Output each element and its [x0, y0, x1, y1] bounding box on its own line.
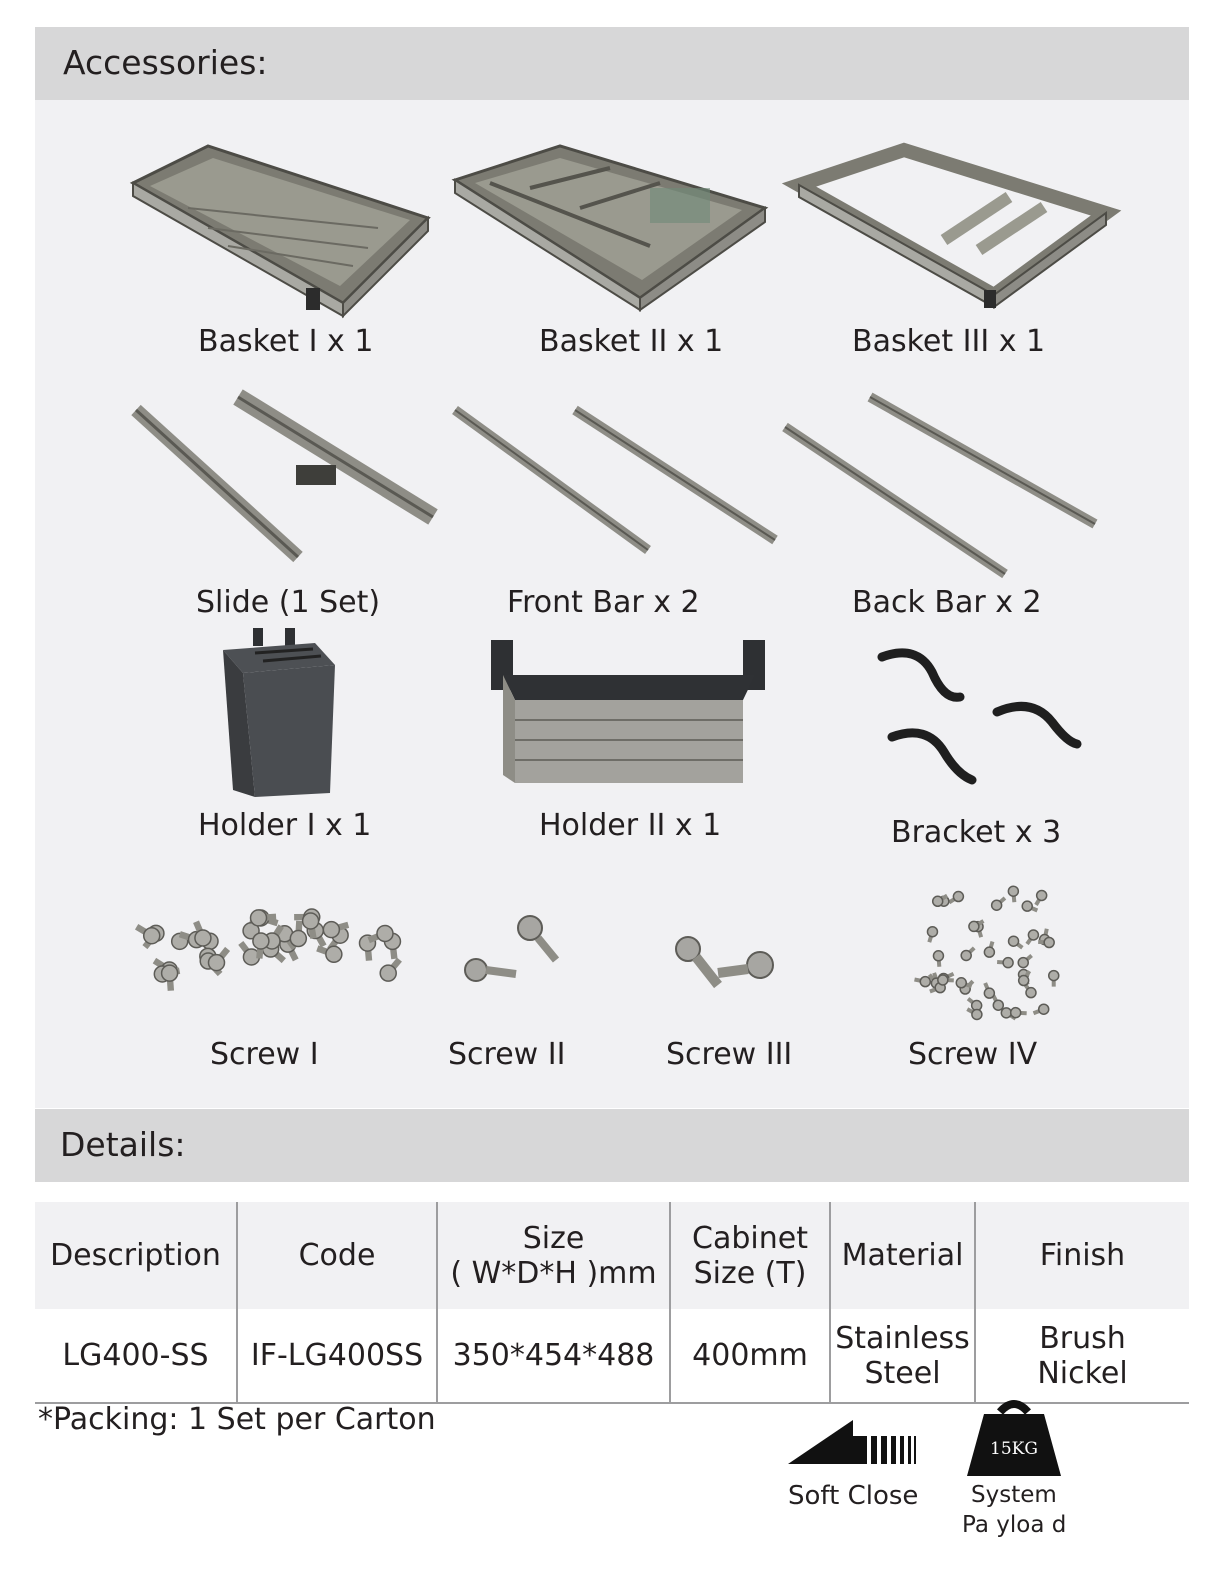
header-size: Size ( W*D*H )mm	[436, 1202, 670, 1309]
screw-i-label: Screw I	[210, 1037, 319, 1072]
cell-material-line2: Steel	[864, 1355, 941, 1391]
back-bar-image	[782, 392, 1098, 579]
screw-ii-image	[464, 915, 560, 982]
screw-i-image	[134, 908, 402, 991]
screw-iv-image	[914, 885, 1060, 1021]
front-bar-label: Front Bar x 2	[507, 585, 700, 620]
soft-close-icon	[788, 1420, 916, 1464]
basket-ii-image	[451, 144, 769, 312]
accessories-header: Accessories:	[35, 27, 1189, 100]
cell-code: IF-LG400SS	[236, 1309, 437, 1403]
header-finish: Finish	[974, 1202, 1189, 1309]
back-bar-label: Back Bar x 2	[852, 585, 1042, 620]
holder-ii-label: Holder II x 1	[539, 808, 722, 843]
holder-ii-image	[491, 640, 765, 783]
screw-iii-label: Screw III	[666, 1037, 793, 1072]
basket-i-image	[129, 144, 431, 319]
payload-weight: 15KG	[990, 1439, 1038, 1459]
basket-i-label: Basket I x 1	[198, 324, 374, 359]
cell-finish: Brush Nickel	[974, 1309, 1189, 1403]
cell-finish-line2: Nickel	[1037, 1355, 1128, 1391]
weight-icon: 15KG	[967, 1400, 1061, 1476]
header-size-line2: ( W*D*H )mm	[450, 1255, 657, 1291]
screw-iv-label: Screw IV	[908, 1037, 1038, 1072]
cell-description: LG400-SS	[62, 1338, 209, 1373]
holder-i-image	[223, 628, 335, 797]
details-title: Details:	[60, 1125, 186, 1164]
header-description: Description	[50, 1238, 221, 1273]
table-row: LG400-SS IF-LG400SS 350*454*488 400mm St…	[35, 1309, 1189, 1403]
basket-iii-image	[781, 142, 1122, 309]
details-table: Description Code Size ( W*D*H )mm Cabine…	[35, 1202, 1189, 1404]
basket-ii-label: Basket II x 1	[539, 324, 724, 359]
details-header: Details:	[35, 1109, 1189, 1182]
header-cabinet: Cabinet Size (T)	[669, 1202, 830, 1309]
packing-note: *Packing: 1 Set per Carton	[38, 1402, 436, 1437]
screw-iii-image	[675, 936, 774, 989]
cell-cabinet: 400mm	[669, 1309, 830, 1403]
cell-finish-line1: Brush	[1039, 1320, 1126, 1356]
cell-material: Stainless Steel	[829, 1309, 975, 1403]
header-code: Code	[236, 1202, 437, 1309]
slide-label: Slide (1 Set)	[196, 585, 381, 620]
accessories-title: Accessories:	[63, 43, 268, 82]
cell-size: 350*454*488	[436, 1309, 670, 1403]
screw-ii-label: Screw II	[448, 1037, 566, 1072]
header-cabinet-line1: Cabinet	[692, 1220, 808, 1256]
soft-close-label: Soft Close	[788, 1481, 919, 1511]
slide-image	[131, 389, 438, 563]
bracket-image	[877, 648, 1082, 785]
payload-label-line2: Pa yloa d	[962, 1512, 1067, 1538]
header-cabinet-line2: Size (T)	[693, 1255, 807, 1291]
front-bar-image	[452, 405, 778, 555]
bracket-label: Bracket x 3	[891, 815, 1062, 850]
header-material: Material	[829, 1202, 975, 1309]
holder-i-label: Holder I x 1	[198, 808, 372, 843]
basket-iii-label: Basket III x 1	[852, 324, 1046, 359]
cell-material-line1: Stainless	[835, 1320, 970, 1356]
header-size-line1: Size	[522, 1220, 585, 1256]
payload-label-line1: System	[971, 1482, 1057, 1508]
table-header-row: Description Code Size ( W*D*H )mm Cabine…	[35, 1202, 1189, 1309]
